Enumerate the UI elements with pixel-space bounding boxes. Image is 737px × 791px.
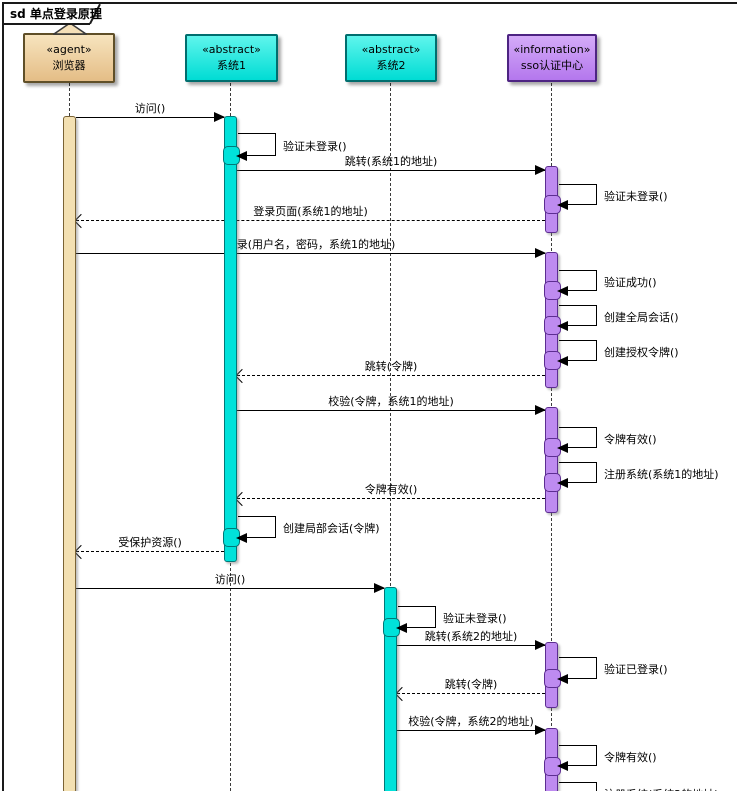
message-label: 验证已登录() bbox=[604, 663, 668, 676]
message-label: 校验(令牌，系统2的地址) bbox=[408, 715, 534, 728]
filled-arrowhead-icon bbox=[557, 200, 568, 210]
filled-arrowhead-icon bbox=[557, 761, 568, 771]
message-label: 令牌有效() bbox=[604, 750, 657, 764]
message-label: 创建局部会话(令牌) bbox=[283, 522, 380, 535]
lifeline-system2 bbox=[390, 83, 391, 791]
message-label: 注册系统(系统2的地址) bbox=[604, 786, 719, 791]
self-message-register-system1: 注册系统(系统1的地址) bbox=[557, 462, 719, 488]
message-login: 登录(用户名，密码，系统1的地址) bbox=[76, 238, 546, 258]
participant-system1: «abstract» 系统1 bbox=[185, 34, 278, 82]
activation-sso-3 bbox=[545, 407, 558, 513]
message-visit-system1: 访问() bbox=[76, 102, 225, 122]
filled-arrowhead-icon bbox=[236, 533, 247, 543]
filled-arrowhead-icon bbox=[557, 321, 568, 331]
participant-stereotype: «agent» bbox=[46, 43, 92, 56]
filled-arrowhead-icon bbox=[557, 478, 568, 488]
participant-name: sso认证中心 bbox=[520, 59, 584, 72]
self-message-verify-logged-in: 验证已登录() bbox=[557, 657, 668, 684]
message-label: 访问() bbox=[134, 102, 166, 115]
message-label: 登录页面(系统1的地址) bbox=[253, 205, 368, 218]
self-message-create-global-session: 创建全局会话() bbox=[557, 305, 679, 331]
message-protected-resource-return: 受保护资源() bbox=[73, 536, 224, 560]
agent-hat-icon bbox=[53, 22, 87, 35]
message-redirect-system1-addr: 跳转(系统1的地址) bbox=[237, 155, 546, 175]
self-message-register-system2: 注册系统(系统2的地址) bbox=[559, 782, 719, 791]
participant-browser: «agent» 浏览器 bbox=[23, 33, 115, 83]
activation-system1 bbox=[224, 116, 237, 562]
participant-stereotype: «information» bbox=[513, 43, 591, 56]
self-message-verify-not-logged-sso: 验证未登录() bbox=[557, 184, 668, 210]
message-label: 令牌有效() bbox=[364, 483, 418, 496]
message-verify-token-system2: 校验(令牌，系统2的地址) bbox=[397, 715, 546, 735]
message-label: 验证未登录() bbox=[604, 189, 668, 203]
message-label: 创建授权令牌() bbox=[604, 345, 679, 359]
self-message-verify-success: 验证成功() bbox=[557, 270, 657, 296]
filled-arrowhead-icon bbox=[535, 640, 546, 650]
message-label: 登录(用户名，密码，系统1的地址) bbox=[225, 238, 396, 251]
message-verify-token-system1: 校验(令牌，系统1的地址) bbox=[237, 395, 546, 415]
filled-arrowhead-icon bbox=[396, 623, 407, 633]
activation-system2 bbox=[384, 587, 397, 791]
participant-name: 系统1 bbox=[217, 59, 246, 72]
self-message-create-local-session: 创建局部会话(令牌) bbox=[236, 516, 380, 543]
participant-stereotype: «abstract» bbox=[202, 43, 261, 56]
filled-arrowhead-icon bbox=[535, 405, 546, 415]
self-message-verify-not-logged-s2: 验证未登录() bbox=[396, 606, 507, 633]
message-label: 跳转(令牌) bbox=[364, 360, 418, 373]
participant-system2: «abstract» 系统2 bbox=[345, 34, 437, 82]
participant-stereotype: «abstract» bbox=[361, 43, 421, 56]
self-message-token-valid-1: 令牌有效() bbox=[557, 427, 657, 453]
frame-title-tab bbox=[4, 4, 90, 25]
self-message-token-valid-2: 令牌有效() bbox=[557, 745, 657, 771]
message-redirect-system2-addr: 跳转(系统2的地址) bbox=[397, 630, 546, 650]
message-label: 注册系统(系统1的地址) bbox=[604, 467, 719, 481]
message-label: 校验(令牌，系统1的地址) bbox=[328, 395, 454, 408]
filled-arrowhead-icon bbox=[374, 583, 385, 593]
participant-name: 浏览器 bbox=[52, 59, 86, 72]
message-label: 令牌有效() bbox=[604, 432, 657, 446]
message-login-page-return: 登录页面(系统1的地址) bbox=[73, 205, 545, 229]
self-message-verify-not-logged-s1: 验证未登录() bbox=[236, 133, 347, 161]
self-message-create-auth-token: 创建授权令牌() bbox=[557, 340, 679, 366]
participant-name: 系统2 bbox=[376, 59, 406, 72]
filled-arrowhead-icon bbox=[535, 248, 546, 258]
message-label: 跳转(系统1的地址) bbox=[344, 155, 438, 168]
message-label: 验证未登录() bbox=[283, 139, 347, 153]
activation-browser bbox=[63, 116, 76, 791]
filled-arrowhead-icon bbox=[557, 674, 568, 684]
message-label: 验证未登录() bbox=[443, 612, 507, 625]
message-label: 跳转(令牌) bbox=[444, 678, 498, 691]
filled-arrowhead-icon bbox=[557, 443, 568, 453]
message-visit-system2: 访问() bbox=[76, 573, 385, 593]
message-redirect-token-return-2: 跳转(令牌) bbox=[394, 678, 545, 702]
filled-arrowhead-icon bbox=[557, 286, 568, 296]
participant-sso: «information» sso认证中心 bbox=[507, 34, 597, 82]
filled-arrowhead-icon bbox=[236, 151, 247, 161]
filled-arrowhead-icon bbox=[214, 112, 225, 122]
message-label: 受保护资源() bbox=[118, 536, 182, 549]
filled-arrowhead-icon bbox=[557, 356, 568, 366]
message-token-valid-return-1: 令牌有效() bbox=[234, 483, 545, 507]
message-label: 验证成功() bbox=[604, 275, 657, 289]
filled-arrowhead-icon bbox=[535, 725, 546, 735]
filled-arrowhead-icon bbox=[535, 165, 546, 175]
message-redirect-token-return-1: 跳转(令牌) bbox=[234, 360, 545, 384]
diagram-title: sd 单点登录原理 bbox=[10, 7, 102, 21]
message-label: 跳转(系统2的地址) bbox=[424, 630, 518, 643]
message-label: 访问() bbox=[214, 573, 246, 586]
message-label: 创建全局会话() bbox=[604, 310, 679, 324]
